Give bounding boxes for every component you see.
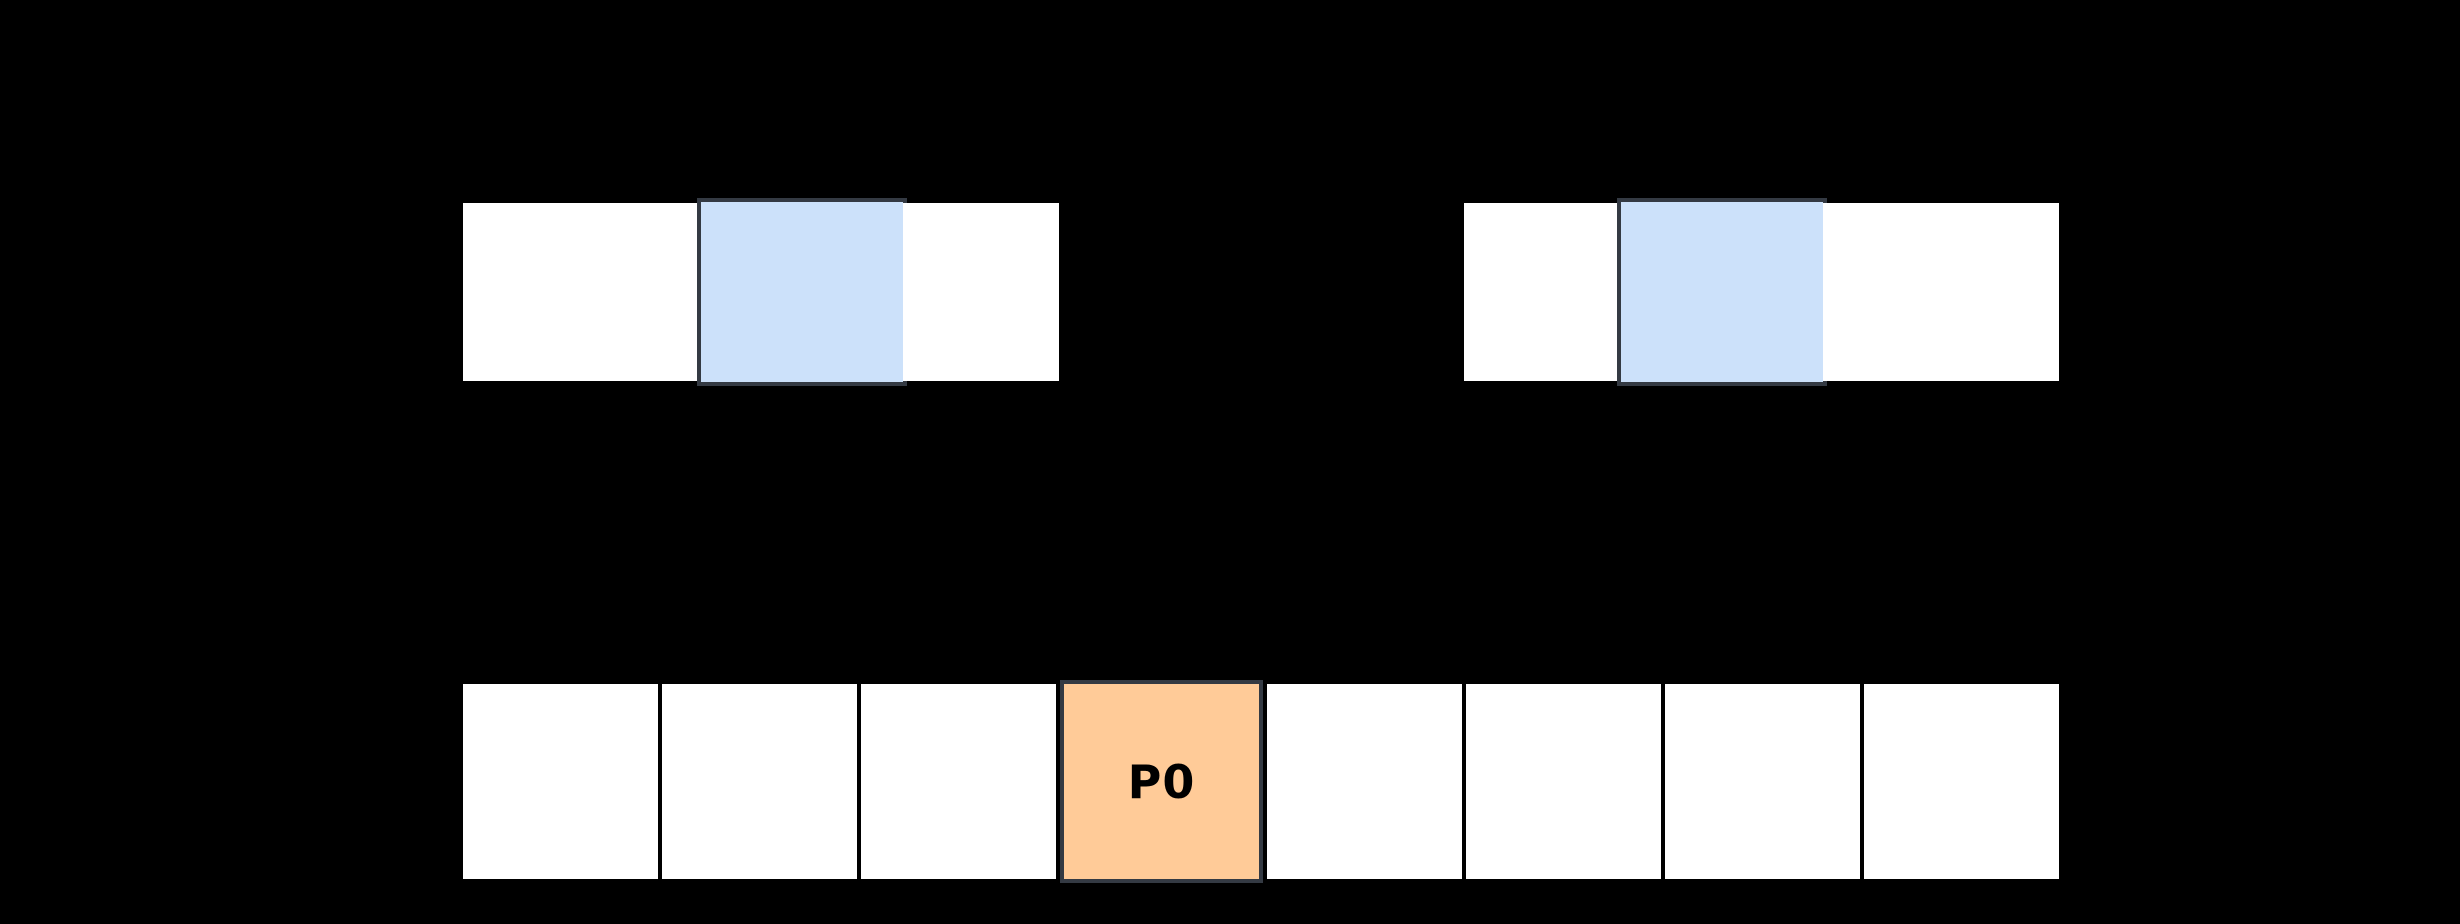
top-left-plain-cell-2 xyxy=(903,203,1059,381)
top-right-cell-row xyxy=(1464,198,2059,386)
frame-cell-6 xyxy=(1665,684,1860,879)
frame-cell-label: P0 xyxy=(1127,754,1196,809)
top-right-highlighted-cell-blue xyxy=(1617,198,1827,386)
frame-cell-5 xyxy=(1466,684,1661,879)
frame-cell-3-highlighted-orange: P0 xyxy=(1060,680,1263,883)
frame-cell-7 xyxy=(1864,684,2059,879)
frame-cell-1 xyxy=(662,684,857,879)
top-left-cell-row xyxy=(463,198,1059,386)
frame-cell-2 xyxy=(861,684,1056,879)
top-right-plain-cell-2 xyxy=(1823,203,2059,381)
frame-cell-4 xyxy=(1267,684,1462,879)
frame-cell-0 xyxy=(463,684,658,879)
top-left-highlighted-cell-blue xyxy=(697,198,907,386)
top-right-plain-cell-1 xyxy=(1464,203,1621,381)
bottom-frame-row: P0 xyxy=(463,680,2059,883)
top-left-plain-cell-1 xyxy=(463,203,701,381)
